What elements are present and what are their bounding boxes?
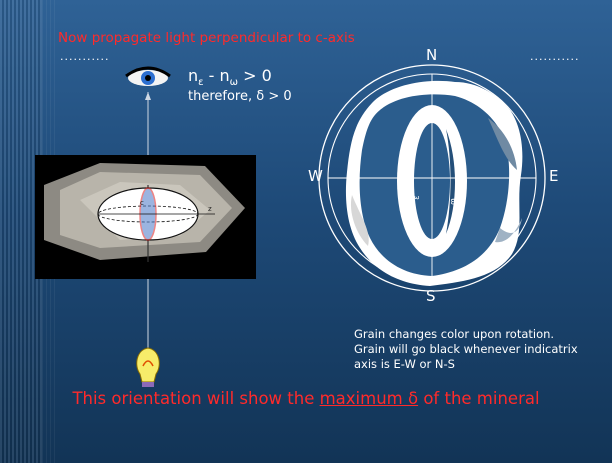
eye-icon <box>125 66 171 86</box>
crystal-label-c: c <box>140 199 144 207</box>
svg-text:nω: nω <box>449 190 466 205</box>
dots-right: ........... <box>530 50 580 63</box>
note-line: Grain changes color upon rotation. <box>354 327 555 341</box>
compass-label-w: W <box>308 167 323 185</box>
therefore-text: therefore, δ > 0 <box>188 89 292 104</box>
compass-label-n: N <box>426 46 438 64</box>
birefringence-equation: nε - nω > 0 <box>188 66 272 89</box>
grain-label-omega: nω <box>449 190 466 205</box>
rotation-note: Grain changes color upon rotation. Grain… <box>354 327 578 372</box>
grain-shape <box>345 80 523 286</box>
grain-label-epsilon: nε <box>404 195 421 208</box>
compass-label-s: S <box>426 287 436 305</box>
compass-label-e: E <box>549 167 559 185</box>
dots-left: ........... <box>60 50 110 63</box>
light-bulb-icon <box>136 347 160 387</box>
arrow-up-icon <box>145 92 151 100</box>
crystal-label-z: z <box>208 205 212 213</box>
slide-title: Now propagate light perpendicular to c-a… <box>58 30 355 46</box>
note-line: Grain will go black whenever indicatrix <box>354 342 578 356</box>
conclusion-text: This orientation will show the maximum δ… <box>72 389 540 408</box>
svg-text:nε: nε <box>404 195 421 208</box>
quartz-crystal-image <box>35 155 256 279</box>
note-line: axis is E-W or N-S <box>354 357 455 371</box>
